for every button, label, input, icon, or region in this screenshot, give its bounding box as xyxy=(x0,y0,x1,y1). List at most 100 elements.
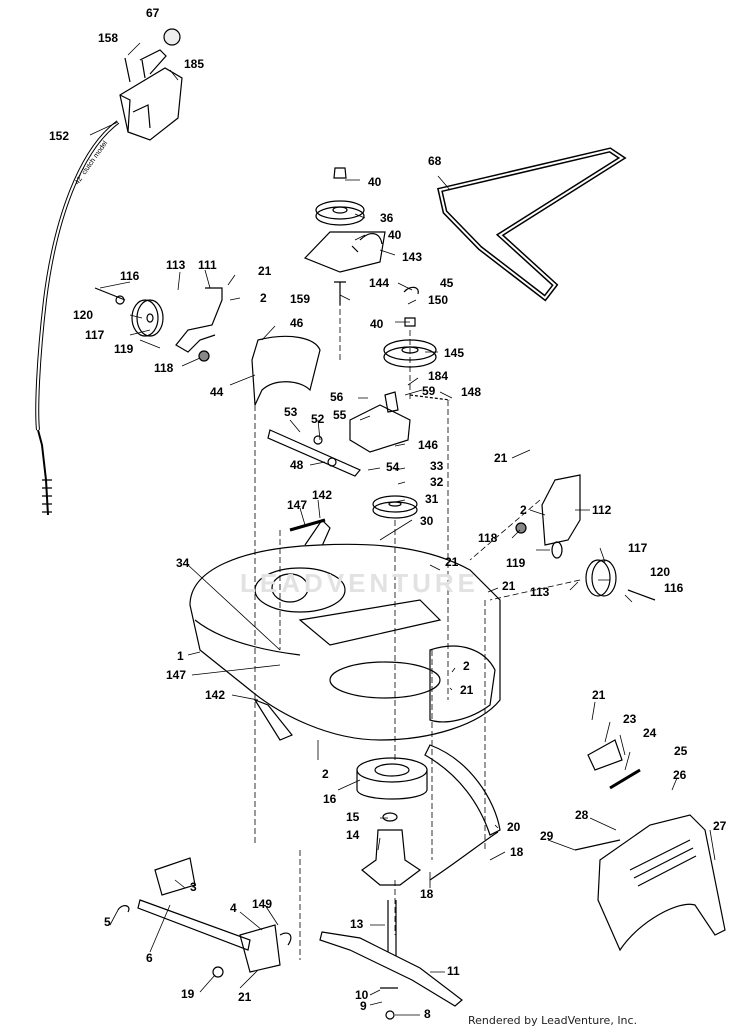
part-55-idler-arm xyxy=(349,391,451,453)
callout-54: 54 xyxy=(386,460,400,474)
callout-145: 145 xyxy=(444,346,465,360)
part-8-bolt xyxy=(385,1010,395,1020)
part-149-pin xyxy=(279,932,292,946)
part-3-bracket xyxy=(154,857,196,896)
callout-6: 6 xyxy=(146,951,153,965)
callout-26: 26 xyxy=(673,768,687,782)
part-147-spring-top xyxy=(289,518,326,532)
callout-119a: 119 xyxy=(114,342,134,356)
callout-113b: 113 xyxy=(530,585,550,599)
callout-30: 30 xyxy=(420,514,434,528)
part-111-bracket-left xyxy=(175,287,223,353)
callout-149: 149 xyxy=(252,897,273,911)
callout-11: 11 xyxy=(447,964,460,978)
part-142-bracket-top xyxy=(304,519,331,556)
part-144-idler-bracket xyxy=(303,231,386,273)
part-11-blade xyxy=(319,931,463,1007)
callout-33: 33 xyxy=(430,459,444,473)
callout-2b: 2 xyxy=(520,503,527,517)
part-119-spacer-right xyxy=(551,541,563,559)
part-16-spindle-housing xyxy=(356,757,428,800)
callout-148: 148 xyxy=(461,385,482,399)
part-116-bolt-right xyxy=(627,589,656,601)
callout-21g: 21 xyxy=(238,990,252,1004)
callout-24: 24 xyxy=(643,726,657,740)
callout-56: 56 xyxy=(330,390,344,404)
part-36-idler-pulley xyxy=(315,167,365,226)
part-116-bolt-left xyxy=(94,287,126,301)
callout-112: 112 xyxy=(592,503,612,517)
callout-40a: 40 xyxy=(368,175,382,189)
part-68-belt xyxy=(437,147,627,302)
callout-28: 28 xyxy=(575,808,589,822)
callout-48: 48 xyxy=(290,458,304,472)
part-117-pulley-left xyxy=(131,299,164,337)
callout-159: 159 xyxy=(290,292,311,306)
callout-23: 23 xyxy=(623,712,637,726)
callout-21d: 21 xyxy=(502,579,516,593)
callout-55: 55 xyxy=(333,408,347,422)
part-158-screw xyxy=(124,57,131,83)
callout-117b: 117 xyxy=(628,541,648,555)
callout-9: 9 xyxy=(360,999,367,1013)
callout-27: 27 xyxy=(713,819,727,833)
part-15-bearing xyxy=(382,812,398,822)
callout-45: 45 xyxy=(440,276,454,290)
callout-29: 29 xyxy=(540,829,554,843)
callout-10: 10 xyxy=(355,988,369,1002)
callout-185: 185 xyxy=(184,57,205,71)
callout-18a: 18 xyxy=(510,845,524,859)
part-117-pulley-right xyxy=(585,559,617,597)
callout-59: 59 xyxy=(422,384,436,398)
callout-40c: 40 xyxy=(370,317,384,331)
part-23-bracket xyxy=(587,739,623,771)
callout-2c: 2 xyxy=(463,659,470,673)
callout-116b: 116 xyxy=(664,581,684,595)
callout-111: 111 xyxy=(198,258,217,272)
callout-46: 46 xyxy=(290,316,304,330)
part-120-washer-left xyxy=(115,295,125,305)
callout-3: 3 xyxy=(190,880,197,894)
credit-text: Rendered by LeadVenture, Inc. xyxy=(468,1014,638,1027)
callout-143: 143 xyxy=(402,250,423,264)
callout-142b: 142 xyxy=(205,688,226,702)
callout-20: 20 xyxy=(507,820,521,834)
callout-152: 152 xyxy=(49,129,70,143)
part-14-spindle xyxy=(361,829,422,886)
callout-2a: 2 xyxy=(260,291,267,305)
callout-4: 4 xyxy=(230,901,237,915)
part-20-baffle xyxy=(424,744,501,881)
part-44-belt-guard xyxy=(251,335,321,406)
callout-40b: 40 xyxy=(388,228,402,242)
callout-31: 31 xyxy=(425,492,439,506)
callout-147a: 147 xyxy=(287,498,308,512)
part-142-bracket-bottom xyxy=(253,698,293,741)
part-185-clutch-bracket xyxy=(119,49,183,141)
callout-113a: 113 xyxy=(166,258,186,272)
callout-120a: 120 xyxy=(73,308,94,322)
callout-19: 19 xyxy=(181,987,195,1001)
callout-118b: 118 xyxy=(478,531,498,545)
callout-118a: 118 xyxy=(154,361,174,375)
assembly-dashed-lines xyxy=(254,300,581,960)
callout-53: 53 xyxy=(284,405,298,419)
part-13-shaft xyxy=(387,900,397,960)
callout-142a: 142 xyxy=(312,488,333,502)
part-118-nut-left xyxy=(198,350,210,362)
part-112-bracket-right xyxy=(541,474,581,546)
part-1-mower-deck xyxy=(189,543,501,741)
leader-lines xyxy=(89,42,716,1016)
callout-5: 5 xyxy=(104,915,111,929)
callout-146: 146 xyxy=(418,438,439,452)
watermark: LEADVENTURE xyxy=(240,568,480,598)
callout-44: 44 xyxy=(210,385,224,399)
part-5-pin xyxy=(117,905,130,913)
callout-21a: 21 xyxy=(258,264,272,278)
callout-116a: 116 xyxy=(120,269,140,283)
part-27-discharge-chute xyxy=(597,814,726,952)
callout-25: 25 xyxy=(674,744,688,758)
callout-15: 15 xyxy=(346,810,360,824)
part-118-nut-right xyxy=(515,522,527,534)
callout-184: 184 xyxy=(428,369,449,383)
